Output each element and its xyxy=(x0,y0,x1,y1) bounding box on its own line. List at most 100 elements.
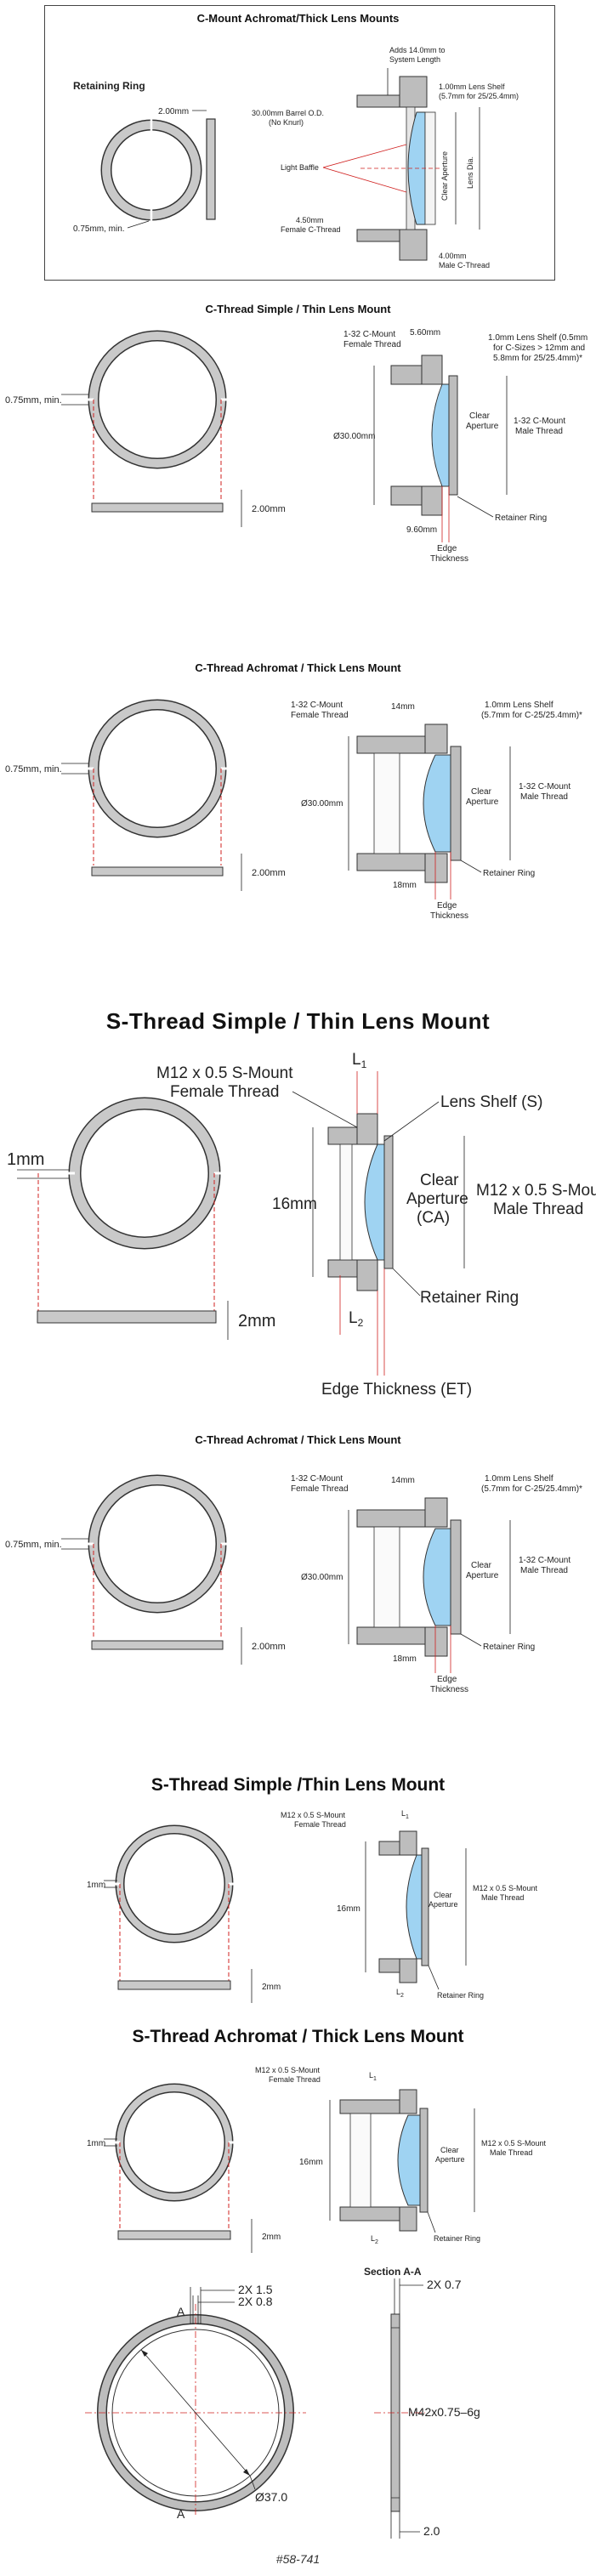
shelf-1: 1.0mm Lens Shelf (0.5mm xyxy=(488,333,587,343)
dim-bottom: 18mm xyxy=(393,1654,417,1664)
l2-label: L2 xyxy=(349,1309,364,1329)
shelf-2: for C-Sizes > 12mm and xyxy=(493,343,585,353)
female-1: M12 x 0.5 S-Mount xyxy=(255,2066,321,2074)
section4-title: S-Thread Simple / Thin Lens Mount xyxy=(105,1008,491,1034)
clear-1: Clear xyxy=(471,1561,492,1570)
dim-bottom: 9.60mm xyxy=(406,525,437,535)
shelf-2: (5.7mm for C-25/25.4mm)* xyxy=(481,711,582,720)
dia-label: Ø30.00mm xyxy=(301,1573,343,1582)
edge-1: Edge xyxy=(437,901,457,911)
gap-label: 1mm xyxy=(87,2139,105,2148)
aa-mark-bottom: A xyxy=(177,2507,185,2521)
footer-part-number: #58-741 xyxy=(275,2552,321,2566)
male-1: M12 x 0.5 S-Mount xyxy=(476,1182,596,1200)
ring-label: Retaining Ring xyxy=(73,80,145,92)
male-2: Male Thread xyxy=(520,1566,568,1575)
shelf-label: Lens Shelf (S) xyxy=(440,1093,542,1111)
male-2: Male Thread xyxy=(481,1893,524,1902)
female-1: 1-32 C-Mount xyxy=(291,1474,343,1484)
aa-mark-top: A xyxy=(177,2305,185,2318)
male-1: 4.00mm xyxy=(439,252,467,260)
edge-2: Thickness xyxy=(430,554,468,564)
lens-dia-label: Lens Dia. xyxy=(466,156,474,189)
clear-ap-label: Clear Aperture xyxy=(440,151,449,201)
top-note-1: Adds 14.0mm to xyxy=(389,46,446,54)
male-2: Male C-Thread xyxy=(439,261,490,270)
shelf-1: 1.00mm Lens Shelf xyxy=(439,82,505,91)
clear-2: Aperture xyxy=(429,1900,458,1909)
shelf-3: 5.8mm for 25/25.4mm)* xyxy=(493,354,582,363)
male-1: 1-32 C-Mount xyxy=(514,417,565,426)
lens-element xyxy=(423,754,456,853)
female-1: M12 x 0.5 S-Mount xyxy=(281,1811,346,1819)
aa-dim-2: 2X 0.8 xyxy=(238,2295,273,2308)
thick-label: 2mm xyxy=(238,1312,275,1331)
l2-label: L2 xyxy=(396,1988,404,1999)
dim-top: 14mm xyxy=(391,702,415,712)
section1-title: C-Mount Achromat/Thick Lens Mounts xyxy=(196,12,400,25)
lens-element xyxy=(423,1528,456,1626)
section2-diagram: 0.75mm, min. 2.00mm 1-32 C-Mount Female … xyxy=(5,328,587,564)
male-1: M12 x 0.5 S-Mount xyxy=(481,2139,547,2148)
section1-diagram: Retaining Ring 2.00mm 0.75mm, min. Adds … xyxy=(73,46,519,270)
section3-diagram: 0.75mm, min. 2.00mm 1-32 C-Mount Female … xyxy=(5,699,582,921)
male-2: Male Thread xyxy=(490,2148,532,2157)
female-2: Female Thread xyxy=(269,2075,321,2084)
edge-2: Thickness xyxy=(430,1685,468,1694)
edge-1: Edge xyxy=(437,1675,457,1684)
clear-1: Clear xyxy=(469,411,491,421)
l1-label: L1 xyxy=(352,1051,367,1070)
clear-2: Aperture xyxy=(406,1190,468,1208)
thick-label: 2mm xyxy=(262,1983,281,1992)
female-2: Female C-Thread xyxy=(281,225,341,234)
clear-2: Aperture xyxy=(466,1571,499,1580)
male-2: Male Thread xyxy=(515,427,563,436)
female-2: Female Thread xyxy=(291,711,349,720)
ring-gap-label: 0.75mm, min. xyxy=(73,224,125,234)
top-note-2: System Length xyxy=(389,55,440,64)
aa-thread: M42x0.75–6g xyxy=(408,2405,480,2419)
edge-label: Edge Thickness (ET) xyxy=(321,1381,472,1399)
retaining-ring-fill xyxy=(102,121,201,219)
gap-label: 0.75mm, min. xyxy=(5,1540,62,1550)
shelf-2: (5.7mm for 25/25.4mm) xyxy=(439,92,519,100)
dim-top: 5.60mm xyxy=(410,328,440,338)
female-2: Female Thread xyxy=(343,340,401,349)
mount-top-flange xyxy=(399,76,428,108)
clear-1: Clear xyxy=(434,1891,452,1899)
female-2: Female Thread xyxy=(294,1820,346,1829)
ring-thickness-label: 2.00mm xyxy=(158,107,189,116)
lens-element xyxy=(431,383,450,487)
mount-bottom-flange xyxy=(399,229,428,261)
clear-1: Clear xyxy=(420,1172,459,1189)
retainer-label: Retainer Ring xyxy=(495,513,547,523)
section7-diagram: 1mm 2mm M12 x 0.5 S-Mount Female Thread … xyxy=(87,2066,547,2253)
edge-1: Edge xyxy=(437,544,457,553)
section4-diagram: 1mm 2mm M12 x 0.5 S-Mount Female Thread … xyxy=(7,1051,596,1399)
male-2: Male Thread xyxy=(520,792,568,802)
gap-label: 1mm xyxy=(87,1881,105,1890)
thick-label: 2.00mm xyxy=(252,1642,286,1652)
aa-side-top: 2X 0.7 xyxy=(427,2278,462,2291)
clear-2: Aperture xyxy=(466,422,499,431)
section-aa-title: Section A-A xyxy=(364,2266,422,2278)
aa-side-bottom: 2.0 xyxy=(423,2524,440,2538)
section7-title: S-Thread Achromat / Thick Lens Mount xyxy=(132,2027,464,2046)
shelf-1: 1.0mm Lens Shelf xyxy=(485,701,553,710)
female-1: 1-32 C-Mount xyxy=(291,701,343,710)
male-1: M12 x 0.5 S-Mount xyxy=(473,1884,538,1892)
male-1: 1-32 C-Mount xyxy=(519,782,570,792)
dim-top: 14mm xyxy=(391,1476,415,1485)
dia-label: 16mm xyxy=(272,1195,317,1213)
section6-diagram: 1mm 2mm M12 x 0.5 S-Mount Female Thread … xyxy=(87,1809,538,2003)
clear-3: (CA) xyxy=(417,1209,450,1227)
ring-side xyxy=(91,502,224,513)
thick-label: 2.00mm xyxy=(252,504,286,514)
clear-2: Aperture xyxy=(466,797,499,807)
aa-dim-1: 2X 1.5 xyxy=(238,2283,273,2296)
female-2: Female Thread xyxy=(170,1083,280,1101)
l1-label: L1 xyxy=(401,1809,409,1820)
section5-diagram: 0.75mm, min. 2.00mm 1-32 C-Mount Female … xyxy=(5,1474,582,1694)
retainer xyxy=(448,375,458,496)
female-2: Female Thread xyxy=(291,1484,349,1494)
